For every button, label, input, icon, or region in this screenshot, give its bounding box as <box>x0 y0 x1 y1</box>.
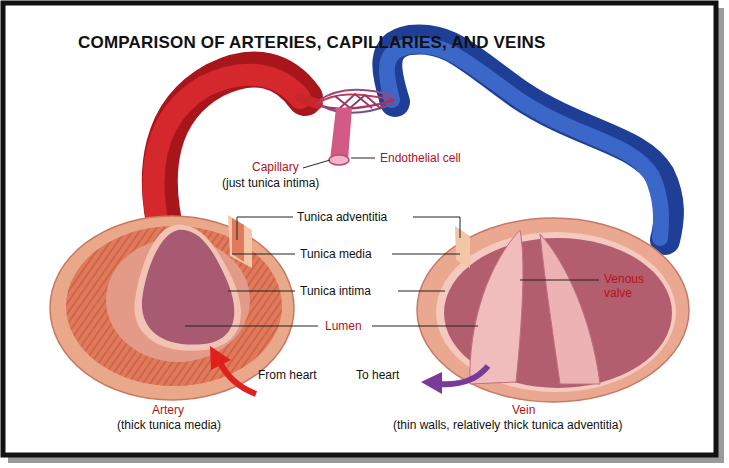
vein-tube <box>387 39 669 240</box>
capillary-note: (just tunica intima) <box>222 176 319 190</box>
leader-lines <box>185 158 599 326</box>
capillary <box>329 108 352 165</box>
flow-label: To heart <box>356 368 399 382</box>
capillary-bed <box>316 90 395 113</box>
capillary-label: Capillary <box>252 160 299 174</box>
valve-label: Venous valve <box>604 272 660 300</box>
endothelial-label: Endothelial cell <box>380 151 461 165</box>
lumen-label: Lumen <box>325 319 362 333</box>
layer-label: Tunica adventitia <box>297 210 387 224</box>
vein-cross-section <box>417 218 689 402</box>
layer-label: Tunica media <box>300 247 372 261</box>
flow-label: From heart <box>258 368 317 382</box>
frame <box>3 3 716 455</box>
flow-arrow <box>210 346 488 394</box>
artery-cross-section <box>50 215 294 400</box>
title: COMPARISON OF ARTERIES, CAPILLARIES, AND… <box>78 33 546 53</box>
layer-label: Tunica intima <box>300 284 371 298</box>
artery-tube <box>154 70 318 240</box>
vessel-name: Artery <box>152 403 184 417</box>
vessel-name: Vein <box>512 403 535 417</box>
vessel-note: (thin walls, relatively thick tunica adv… <box>393 418 622 432</box>
vessel-note: (thick tunica media) <box>117 418 221 432</box>
